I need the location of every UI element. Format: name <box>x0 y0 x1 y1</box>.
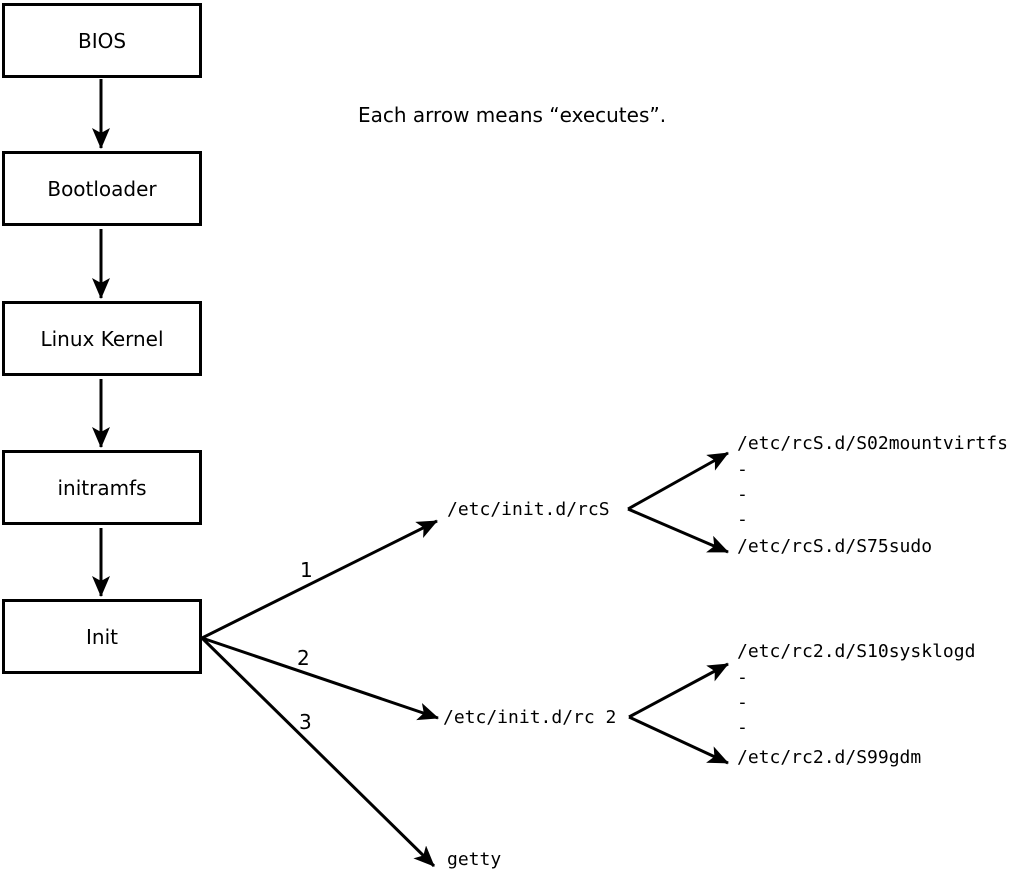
arrow-order-label-2: 2 <box>297 646 310 670</box>
label-rcs-last-script: /etc/rcS.d/S75sudo <box>737 536 933 557</box>
label-rc2-first-script: /etc/rc2.d/S10sysklogd <box>737 641 976 662</box>
box-initramfs: initramfs <box>2 450 202 525</box>
arrow-rc2-to-first-script <box>628 662 729 719</box>
rcs-ellipsis-dash-1: - <box>737 459 748 480</box>
arrow-init-to-getty <box>200 636 436 868</box>
rc2-ellipsis-dash-1: - <box>737 667 748 688</box>
arrow-order-label-1: 1 <box>300 558 313 582</box>
arrow-rcs-to-first-script <box>627 451 729 511</box>
arrow-rc2-to-last-script <box>628 715 729 765</box>
box-bootloader-label: Bootloader <box>47 176 157 201</box>
legend-note: Each arrow means “executes”. <box>358 103 667 127</box>
label-etc-init-rc2: /etc/init.d/rc 2 <box>443 707 617 728</box>
label-getty: getty <box>447 849 502 870</box>
arrow-rcs-to-last-script <box>627 507 729 554</box>
label-etc-init-rcs: /etc/init.d/rcS <box>447 499 610 520</box>
box-linux-kernel: Linux Kernel <box>2 301 202 376</box>
rc2-ellipsis-dash-3: - <box>737 717 748 738</box>
rc2-ellipsis-dash-2: - <box>737 692 748 713</box>
box-bootloader: Bootloader <box>2 151 202 226</box>
arrow-init-to-rcs <box>201 519 438 640</box>
rcs-ellipsis-dash-2: - <box>737 484 748 505</box>
arrow-order-label-3: 3 <box>299 710 312 734</box>
label-rc2-last-script: /etc/rc2.d/S99gdm <box>737 747 922 768</box>
label-rcs-first-script: /etc/rcS.d/S02mountvirtfs <box>737 433 1008 454</box>
arrow-init-to-rc2 <box>201 636 439 721</box>
box-init-label: Init <box>86 624 118 649</box>
box-linux-kernel-label: Linux Kernel <box>40 326 164 351</box>
box-init: Init <box>2 599 202 674</box>
rcs-ellipsis-dash-3: - <box>737 509 748 530</box>
box-bios: BIOS <box>2 3 202 78</box>
box-initramfs-label: initramfs <box>57 475 147 500</box>
box-bios-label: BIOS <box>77 28 127 53</box>
